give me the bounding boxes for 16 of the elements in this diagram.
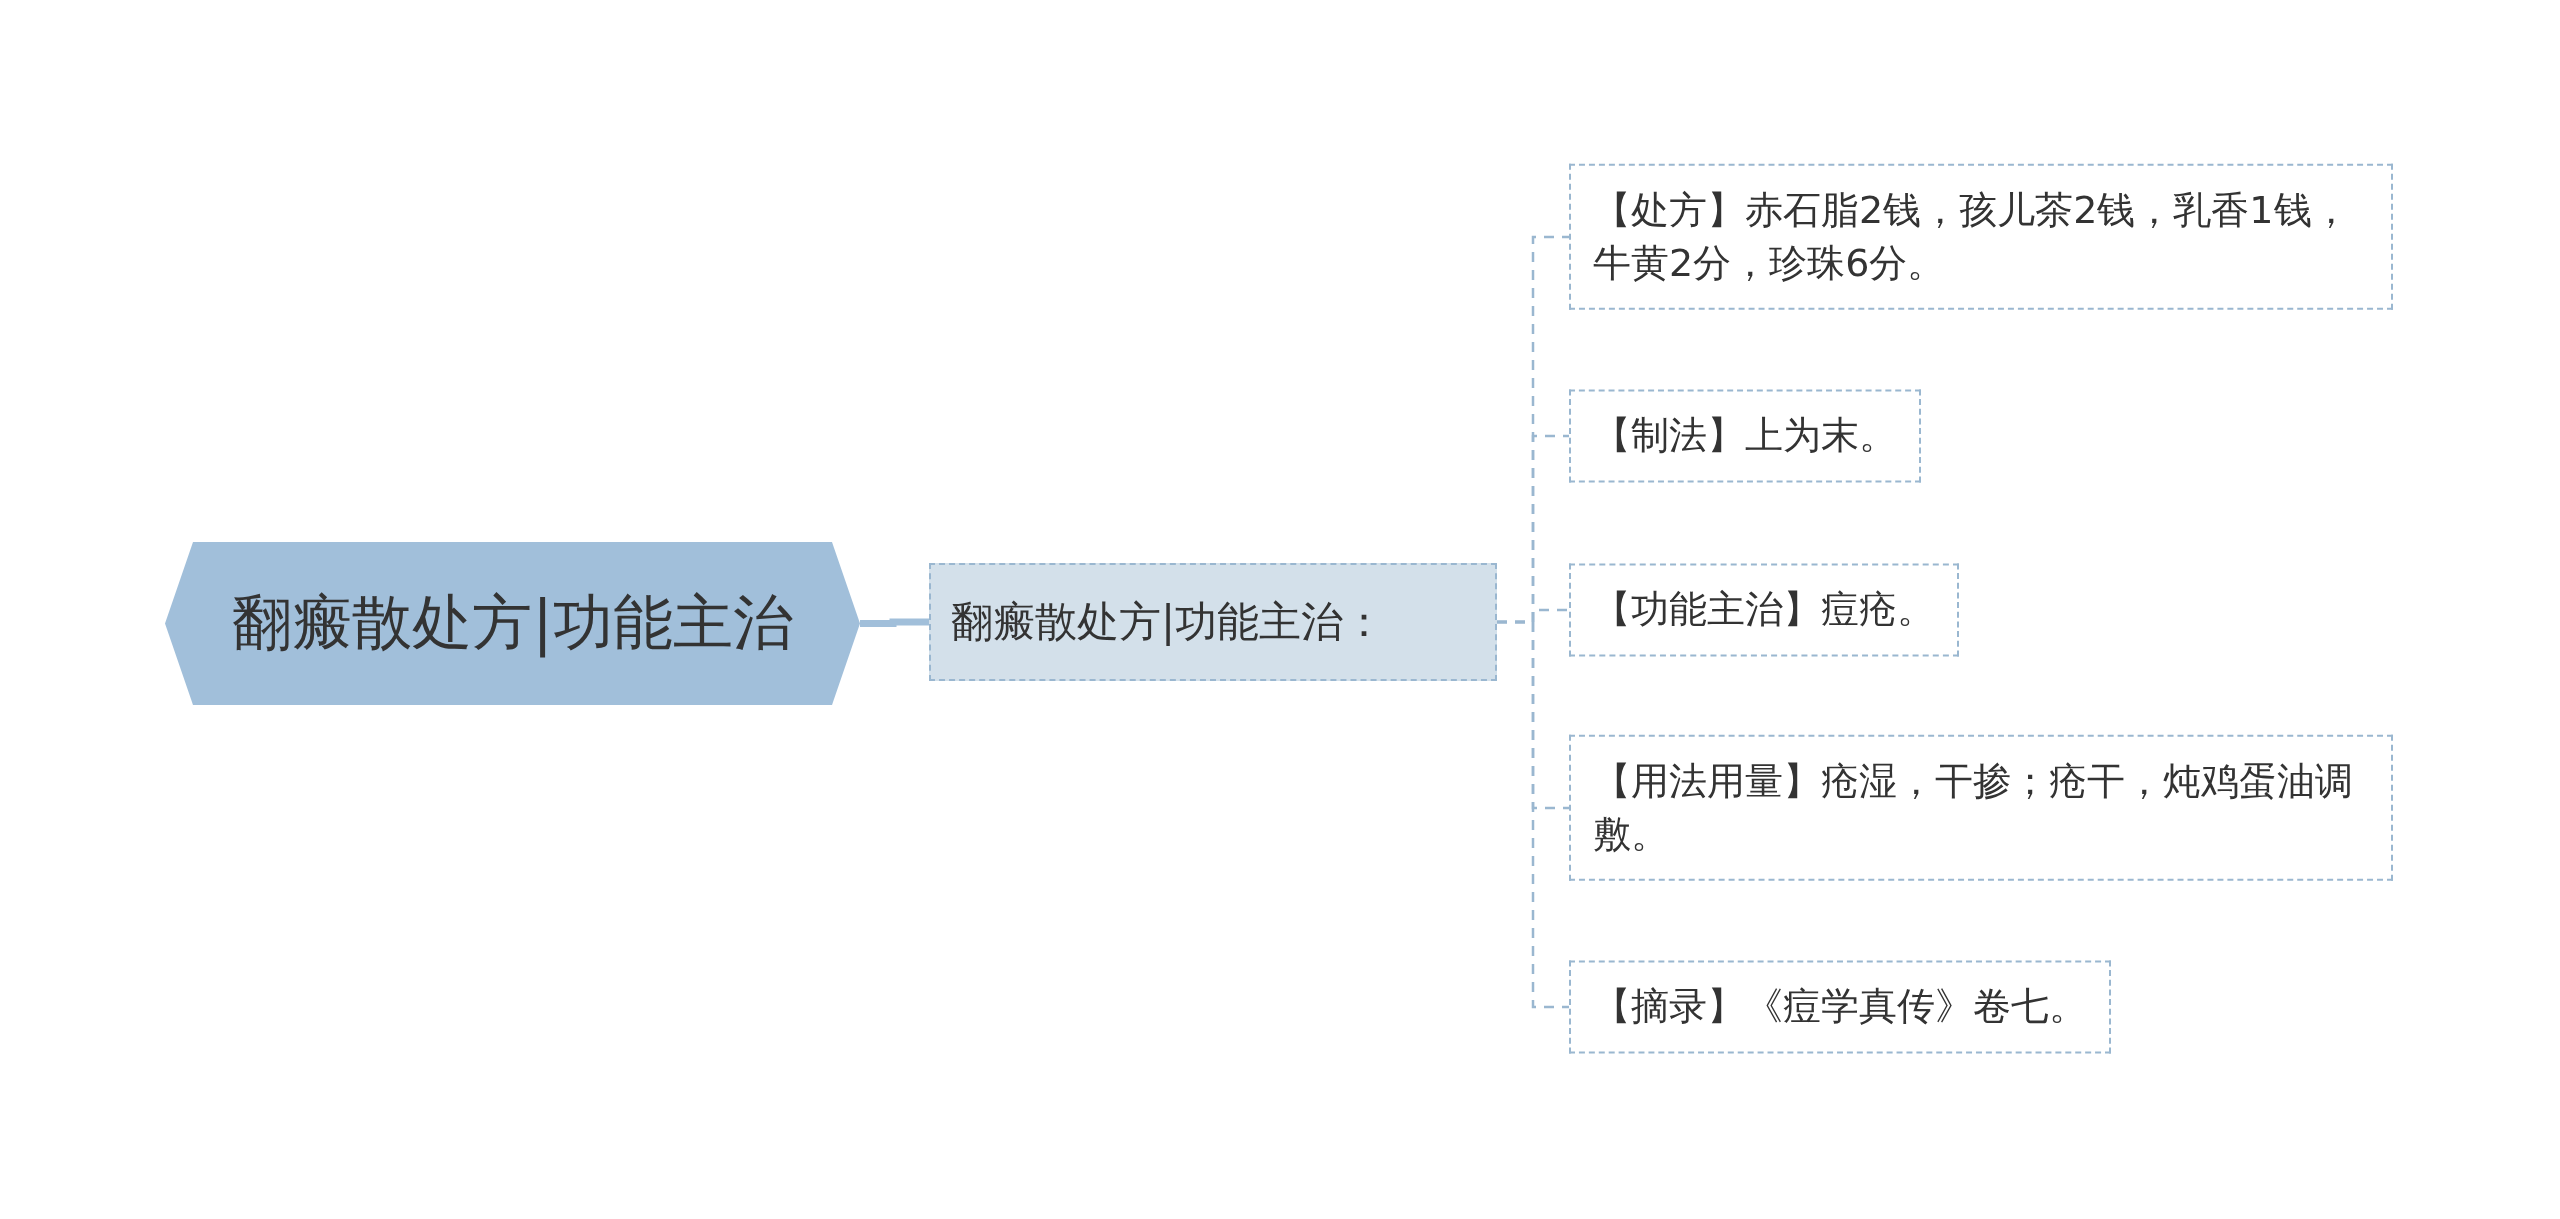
subtopic-title: 翻瘢散处方|功能主治：	[951, 596, 1386, 648]
detail-text: 【功能主治】痘疮。	[1593, 586, 1935, 634]
detail-box	[1569, 163, 2393, 311]
detail-box	[1569, 960, 2111, 1054]
connector-line	[860, 618, 929, 627]
detail-text: 【摘录】《痘学真传》卷七。	[1593, 983, 2087, 1031]
detail-box	[1569, 563, 1959, 657]
detail-text: 【制法】上为末。	[1593, 412, 1897, 460]
topic-title: 翻瘢散处方|功能主治	[232, 586, 793, 660]
subtopic-box	[929, 563, 1497, 681]
detail-box	[1569, 389, 1921, 483]
connector-line	[1497, 620, 1569, 1009]
central-topic-hexagon	[165, 542, 860, 705]
detail-text: 【用法用量】疮湿，干掺；疮干，炖鸡蛋油调敷。	[1593, 757, 2354, 858]
detail-box	[1569, 734, 2393, 882]
detail-text: 【处方】赤石脂2钱，孩儿茶2钱，乳香1钱，牛黄2分，珍珠6分。	[1593, 186, 2351, 287]
